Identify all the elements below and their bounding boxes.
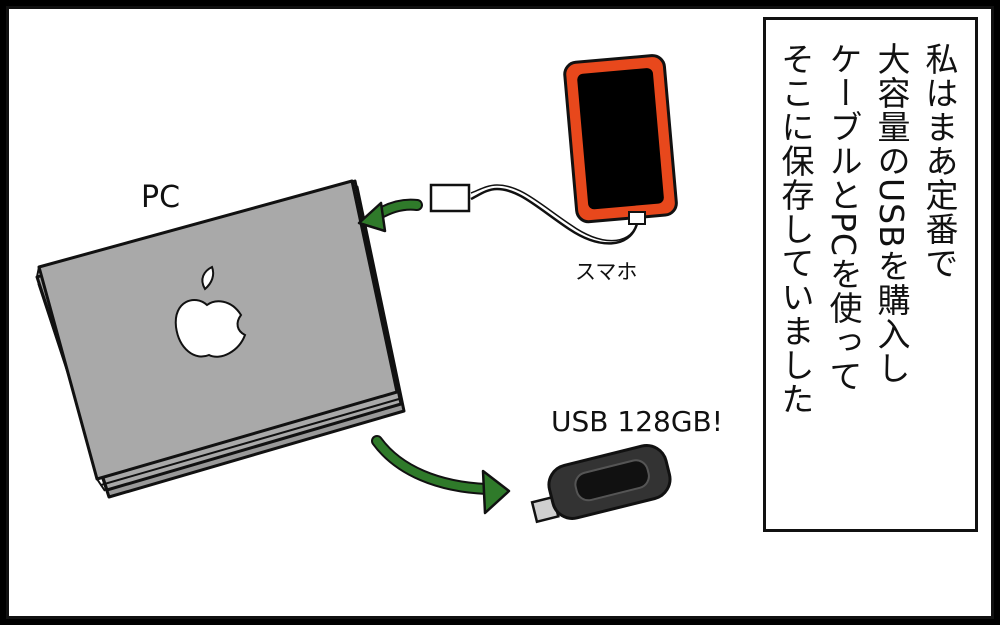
usb-stick-illustration	[530, 444, 672, 524]
comic-panel: PC スマホ	[6, 6, 994, 619]
narration-text: 私はまあ定番で 大容量のUSBを購入し ケーブルとPCを使って そこに保存してい…	[776, 42, 959, 416]
cable-plug	[429, 183, 471, 213]
usb-label: USB 128GB!	[551, 405, 723, 438]
narration-box: 私はまあ定番で 大容量のUSBを購入し ケーブルとPCを使って そこに保存してい…	[763, 17, 978, 532]
laptop-illustration	[35, 179, 406, 499]
arrow-to-pc-icon	[357, 198, 423, 233]
panel-illustration: PC スマホ	[35, 54, 723, 524]
phone-label: スマホ	[575, 260, 637, 284]
apple-logo-icon	[174, 265, 247, 358]
usb-cable	[470, 187, 639, 245]
smartphone-illustration	[563, 54, 678, 225]
pc-label: PC	[141, 180, 180, 215]
arrow-to-usb-icon	[371, 435, 511, 515]
